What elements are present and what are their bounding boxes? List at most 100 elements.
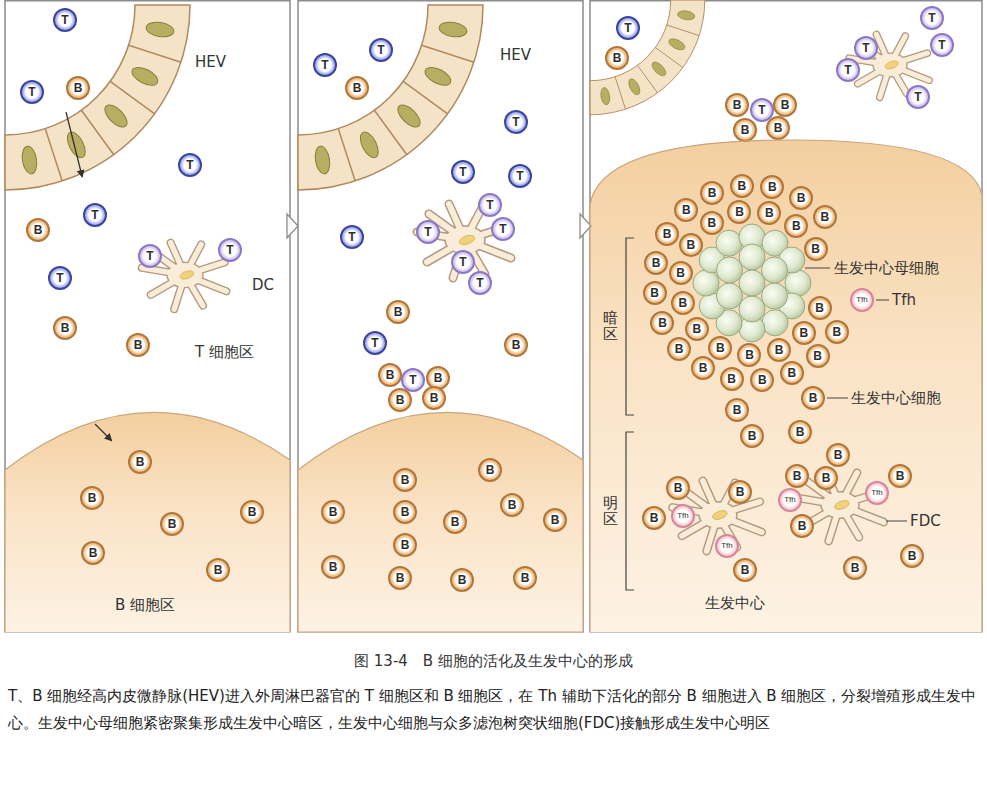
cell-letter: B [827,322,847,342]
cell-letter: B [810,298,830,318]
cell-letter: T [453,162,473,182]
t-cell: T [83,203,107,227]
cell-letter: T [480,195,500,215]
b-cell: B [813,205,837,229]
panel-frame [5,1,290,632]
b-cell: B [669,261,693,285]
cell-letter: B [702,213,722,233]
b-cell: B [725,398,749,422]
b-cell: B [642,506,666,530]
callout-label: FDC [910,512,941,530]
b-cell: B [478,458,502,482]
panel-frame [298,1,583,632]
cell-letter: B [687,319,707,339]
cell-letter: T [418,222,438,242]
figure-title: 图 13-4 B 细胞的活化及生发中心的形成 [0,652,987,671]
b-cell: B [80,486,104,510]
b-cell: B [780,361,804,385]
cell-letter: T [55,10,75,30]
t-cell: T [478,193,502,217]
high-endothelial-venule [590,0,705,115]
dendritic-cell [142,34,929,309]
t-cell: T [468,271,492,295]
centroblast [693,224,811,342]
cell-letter: T [752,100,772,120]
t-cell: T [218,238,242,262]
callout-label: Tfh [892,291,916,309]
b-cell: B [26,218,50,242]
b-cell: B [767,338,791,362]
b-cell: B [655,222,679,246]
follicle-ground [298,412,583,632]
cell-letter: T [50,268,70,288]
b-cell: B [685,317,709,341]
cell-letter: B [752,370,772,390]
b-cell: B [605,46,629,70]
cell-letter: B [242,502,262,522]
cell-letter: B [828,445,848,465]
region-label: B 细胞区 [115,596,175,615]
cell-letter: B [815,207,835,227]
tfh-cell: Tfh [850,288,874,312]
cell-letter: T [470,273,490,293]
panel-frame [590,1,982,632]
b-cell: B [321,555,345,579]
cell-letter: B [782,363,802,383]
b-cell: B [733,118,757,142]
cell-letter: B [816,468,836,488]
zone-label: 暗区 [603,310,618,343]
t-cell: T [906,85,930,109]
t-cell: T [836,58,860,82]
cell-letter: B [395,502,415,522]
migration-arrow [66,112,82,176]
cell-letter: T [403,370,423,390]
cell-letter: T [838,60,858,80]
b-cell: B [53,316,77,340]
centroblast [717,283,743,309]
cell-letter: Tfh [717,536,737,556]
cell-letter: T [506,112,526,132]
cell-letter: T [140,246,160,266]
t-cell: T [854,36,878,60]
t-cell: T [616,16,640,40]
cell-letter: B [676,200,696,220]
cell-letter: T [371,40,391,60]
cell-letter: B [644,508,664,528]
cell-letter: B [845,558,865,578]
b-cell: B [81,541,105,565]
cell-letter: T [315,55,335,75]
leader-line [886,521,907,522]
b-cell: B [790,514,814,538]
cell-letter: T [342,227,362,247]
cell-letter: B [794,323,814,343]
centroblast [693,270,719,296]
t-cell: T [491,217,515,241]
cell-letter: B [693,358,713,378]
cell-letter: B [645,283,665,303]
panel-frame [5,1,982,632]
cell-letter: B [742,426,762,446]
b-cell: B [708,336,732,360]
cell-letter: T [908,87,928,107]
cell-letter: B [502,495,522,515]
cell-letter: B [55,318,75,338]
b-cell: B [66,76,90,100]
cell-letter: T [453,252,473,272]
b-cell: B [504,333,528,357]
cell-letter: B [130,452,150,472]
t-cell: T [930,33,954,57]
migration-arrow [66,112,111,440]
cell-letter: B [808,346,828,366]
b-cell: B [737,343,761,367]
follicle-region: B 细胞区BBBBBB [5,410,290,632]
figure-caption: T、B 细胞经高内皮微静脉(HEV)进入外周淋巴器官的 T 细胞区和 B 细胞区… [8,683,980,737]
b-cell: B [393,468,417,492]
centroblast [762,283,788,309]
cell-letter: B [208,560,228,580]
zone-bracket [626,238,634,415]
centroblast [762,257,788,283]
cell-letter: B [347,78,367,98]
cell-letter: B [424,388,444,408]
cell-letter: Tfh [867,483,887,503]
